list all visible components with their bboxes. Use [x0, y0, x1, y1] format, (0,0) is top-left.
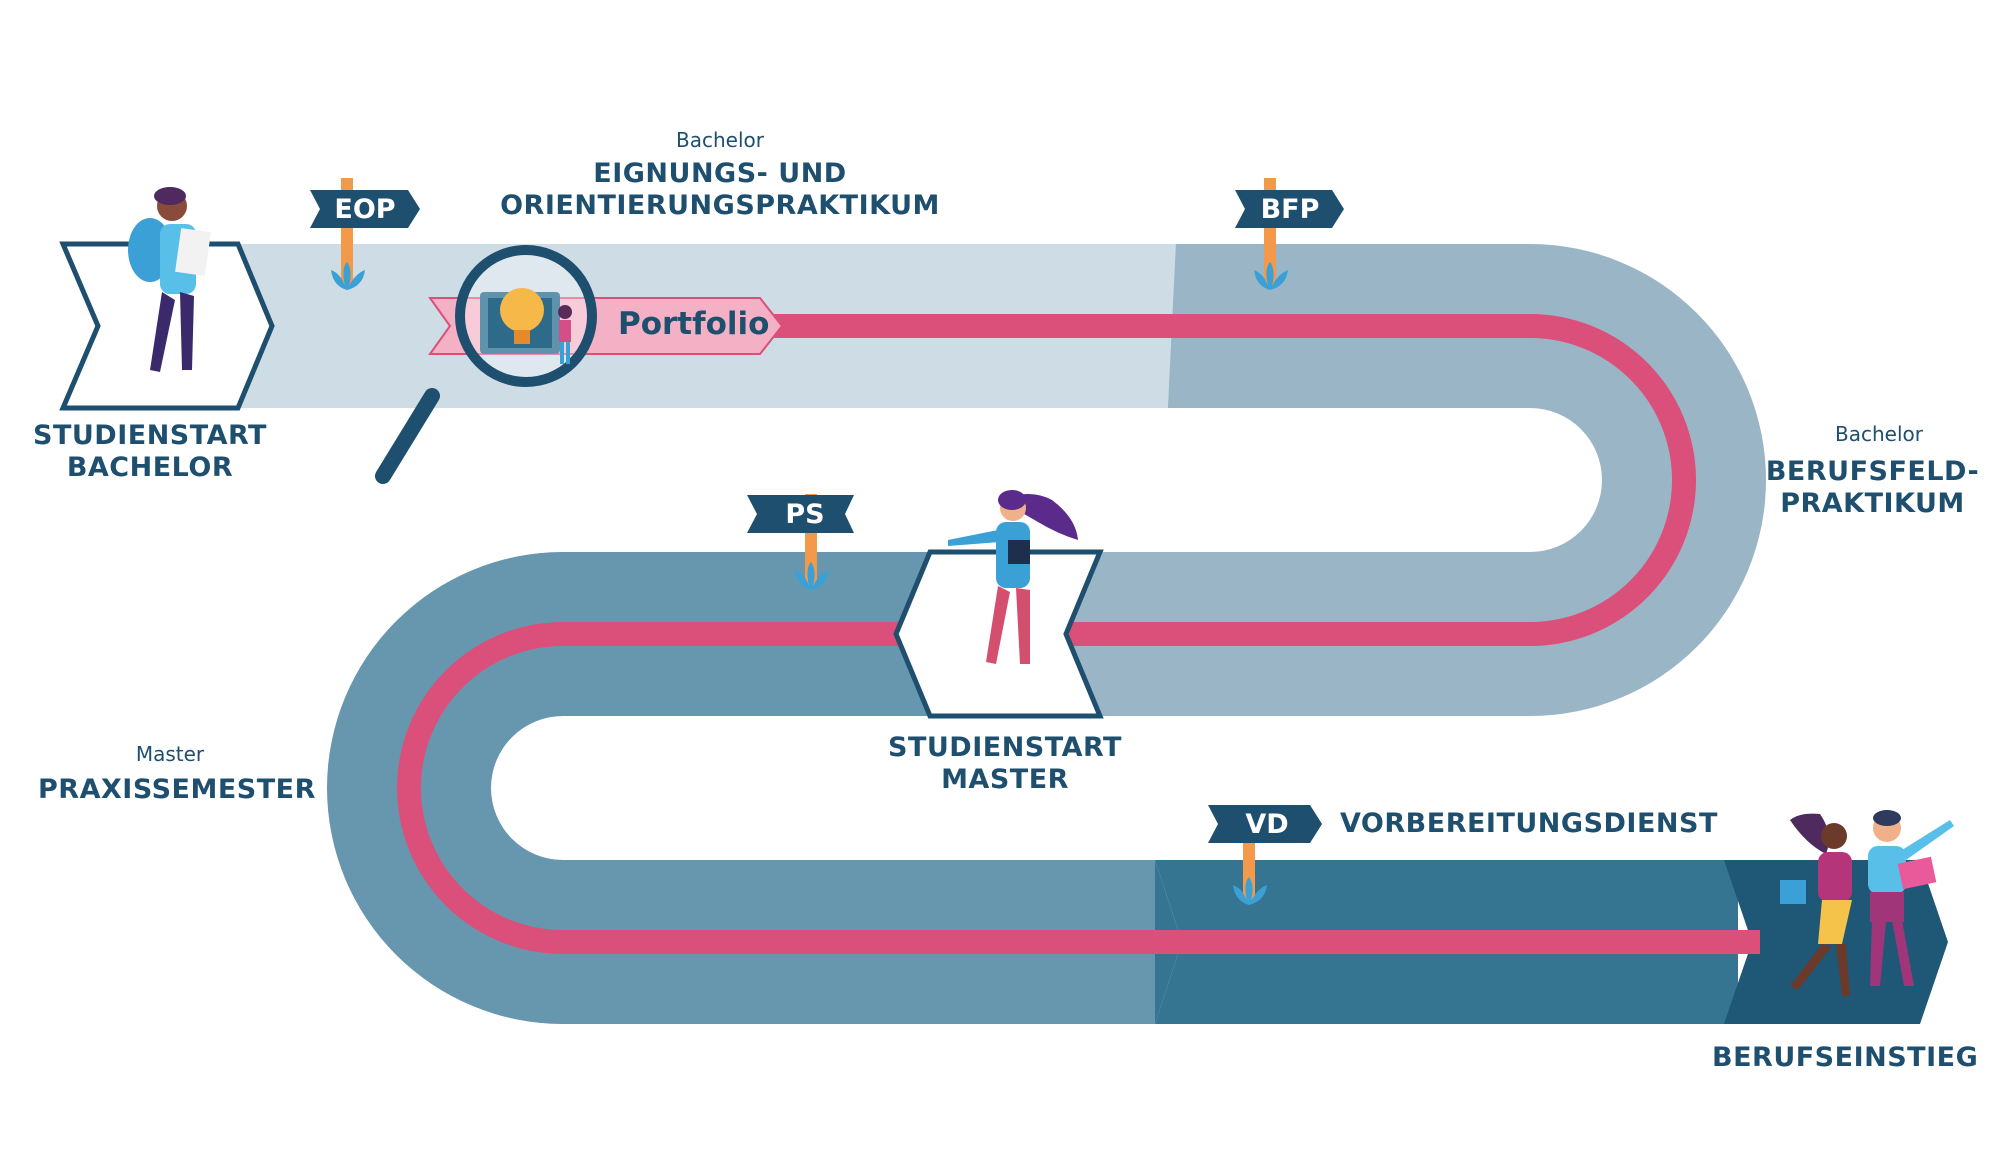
bfp-title-line2: PRAKTIKUM [1780, 488, 1965, 520]
studienstart-bachelor-line2: BACHELOR [66, 452, 234, 484]
ps-abbr: PS [785, 499, 825, 530]
studienstart-master-line1: STUDIENSTART [888, 732, 1122, 763]
bfp-level: Bachelor [1835, 422, 1923, 446]
eop-title-line1: EIGNUNGS- UND [593, 158, 847, 189]
ps-title: PRAXISSEMESTER [38, 774, 316, 805]
person-student-icon [128, 187, 211, 372]
bfp-abbr: BFP [1260, 194, 1320, 225]
ps-level: Master [135, 742, 205, 766]
studienstart-master-label: STUDIENSTART MASTER [880, 732, 1130, 797]
magnifier-icon [375, 245, 597, 484]
sign-bfp [1235, 178, 1344, 290]
portfolio-label: Portfolio [618, 306, 770, 342]
sign-vd [1208, 805, 1322, 905]
sign-ps [747, 494, 854, 590]
eop-level: Bachelor [676, 128, 764, 152]
persons-career-icon [1780, 810, 1954, 996]
vd-title: VORBEREITUNGSDIENST [1340, 808, 1718, 839]
person-master-icon [948, 490, 1078, 664]
portfolio-line [397, 314, 1760, 954]
vd-abbr: VD [1245, 809, 1289, 840]
road-segment-bfp [1070, 244, 1766, 716]
berufseinstieg-label: BERUFSEINSTIEG [1712, 1042, 1979, 1073]
studienstart-bachelor-label: STUDIENSTART BACHELOR [30, 420, 270, 485]
studienstart-master-line2: MASTER [941, 764, 1069, 796]
eop-title-line2: ORIENTIERUNGSPRAKTIKUM [500, 190, 940, 222]
bfp-title: BERUFSFELD- PRAKTIKUM [1760, 456, 1985, 521]
sign-eop [310, 178, 420, 290]
eop-title: EIGNUNGS- UND ORIENTIERUNGSPRAKTIKUM [480, 158, 960, 223]
studienstart-bachelor-line1: STUDIENSTART [33, 420, 267, 451]
bfp-title-line1: BERUFSFELD- [1765, 456, 1980, 487]
eop-abbr: EOP [334, 194, 396, 225]
